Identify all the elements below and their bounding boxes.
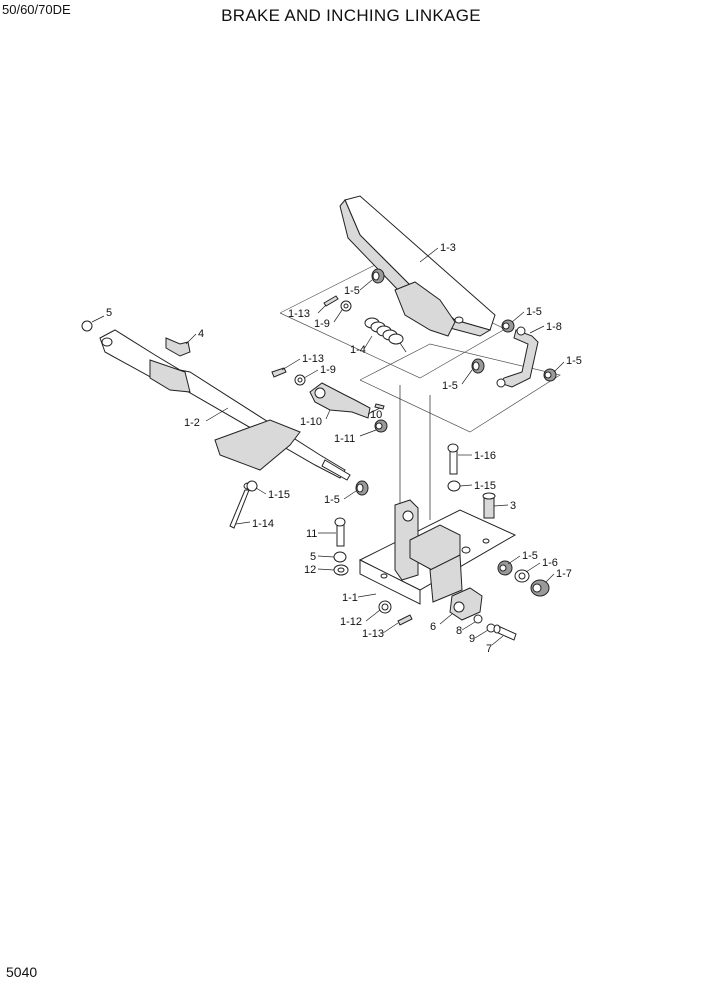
washer-mid: [294, 374, 306, 386]
callout-1-5: 1-5: [324, 494, 340, 506]
pin-bottom: [397, 614, 413, 626]
nut-5: [333, 551, 347, 563]
nut-left: [246, 480, 258, 492]
callout-9: 9: [469, 633, 475, 645]
main-shaft: [99, 329, 351, 481]
washer-1-6: [514, 569, 530, 583]
linkage-subassembly-box: [359, 343, 561, 433]
page-title: BRAKE AND INCHING LINKAGE: [221, 6, 481, 25]
leader-lines: [91, 247, 565, 646]
pin-mid: [271, 367, 287, 378]
bushing-1-7: [530, 579, 550, 597]
washer-upper: [340, 300, 352, 312]
callout-1-7: 1-7: [556, 568, 572, 580]
callout-1-5: 1-5: [526, 306, 542, 318]
callout-6: 6: [430, 621, 436, 633]
callout-5: 5: [106, 307, 112, 319]
callout-1-6: 1-6: [542, 557, 558, 569]
nut-top-left: [81, 320, 93, 332]
callout-1-15: 1-15: [474, 480, 496, 492]
callout-1-16: 1-16: [474, 450, 496, 462]
bolt-3: [482, 492, 496, 519]
callout-1-2: 1-2: [184, 417, 200, 429]
callout-1-8: 1-8: [546, 321, 562, 333]
bolt-11: [334, 517, 346, 547]
bushing-right-3: [543, 368, 557, 382]
bushing-right-lower: [497, 560, 513, 576]
callout-1-5: 1-5: [566, 355, 582, 367]
callout-1-5: 1-5: [442, 380, 458, 392]
callout-11: 11: [306, 528, 317, 540]
callout-1-5: 1-5: [522, 550, 538, 562]
bolt-top-left: [165, 337, 191, 357]
washer-bottom: [378, 600, 392, 614]
callout-1-13: 1-13: [362, 628, 384, 640]
callout-12: 12: [304, 564, 316, 576]
pin-10: [374, 403, 385, 410]
washer-8: [473, 614, 483, 624]
callout-10: 10: [370, 409, 382, 421]
pin-upper: [323, 295, 339, 307]
bushing-right-1: [501, 319, 515, 333]
callout-1-13: 1-13: [288, 308, 310, 320]
bushing-right-2: [471, 358, 485, 374]
callout-1-14: 1-14: [252, 518, 274, 530]
callout-1-12: 1-12: [340, 616, 362, 628]
bolt-7: [493, 624, 517, 641]
callout-8: 8: [456, 625, 462, 637]
callout-7: 7: [486, 643, 492, 655]
crank-lever: [496, 326, 539, 388]
callout-1-4: 1-4: [350, 344, 366, 356]
washer-12: [333, 564, 349, 576]
clevis: [309, 382, 371, 419]
callout-3: 3: [510, 500, 516, 512]
callout-1-13: 1-13: [302, 353, 324, 365]
callout-1-15: 1-15: [268, 489, 290, 501]
bushing-1-11: [374, 419, 388, 433]
callout-5: 5: [310, 551, 316, 563]
stopper-block: [449, 587, 483, 621]
page-number: 5040: [6, 964, 38, 980]
callout-4: 4: [198, 328, 204, 340]
callout-1-1: 1-1: [342, 592, 358, 604]
callout-1-3: 1-3: [440, 242, 456, 254]
nut-1-15: [447, 480, 461, 492]
bushing-upper: [371, 268, 385, 284]
callout-1-9: 1-9: [314, 318, 330, 330]
model-code: 50/60/70DE: [2, 2, 71, 17]
brake-pedal: [339, 195, 496, 337]
callout-1-9: 1-9: [320, 364, 336, 376]
callout-1-5: 1-5: [344, 285, 360, 297]
callout-1-10: 1-10: [300, 416, 322, 428]
callout-1-11: 1-11: [334, 433, 355, 445]
mounting-bracket: [358, 499, 517, 605]
bolt-1-16: [447, 443, 459, 475]
bushing-mid: [355, 480, 369, 496]
return-spring: [364, 317, 407, 353]
